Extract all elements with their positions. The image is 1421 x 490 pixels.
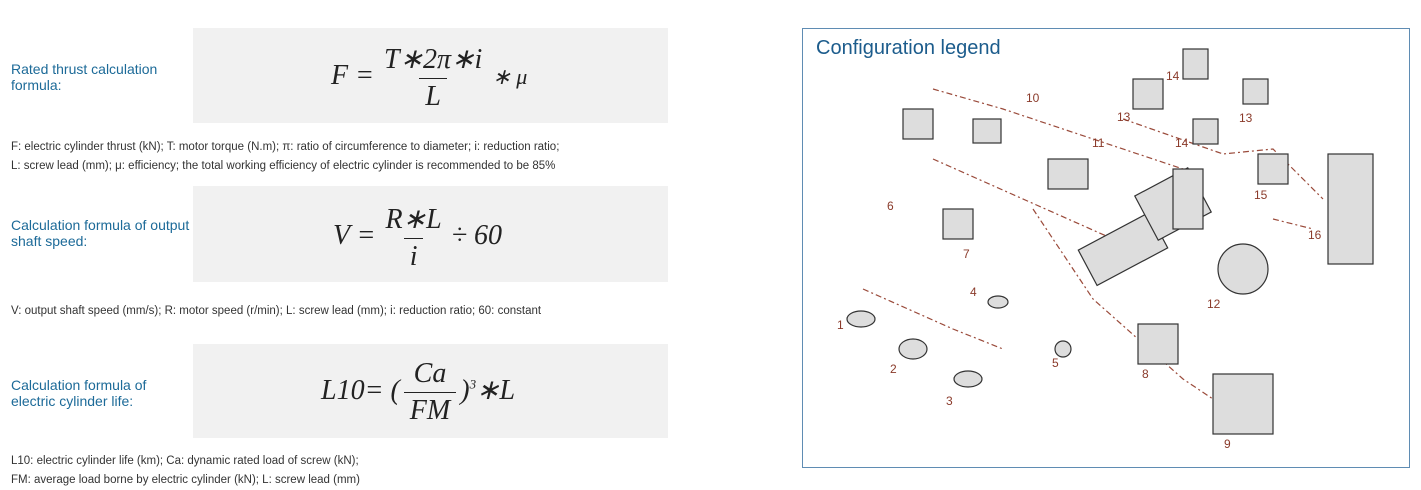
part-number: 9	[1224, 437, 1231, 451]
part-number: 3	[946, 394, 953, 408]
exploded-view-diagram	[846, 48, 1374, 435]
legend-title: Configuration legend	[816, 37, 1001, 59]
thrust-formula-label: Rated thrust calculation formula:	[11, 61, 158, 93]
life-description: L10: electric cylinder life (km); Ca: dy…	[11, 455, 360, 486]
part-number: 8	[1142, 367, 1149, 381]
configuration-legend: Configuration legend 10 11 14 13 13 14 1…	[802, 28, 1410, 468]
part-number: 12	[1207, 297, 1221, 311]
part-number: 5	[1052, 356, 1059, 370]
part-number: 14	[1175, 136, 1189, 150]
part-number: 6	[887, 199, 894, 213]
life-formula-label: Calculation formula of electric cylinder…	[11, 377, 147, 409]
part-number: 2	[890, 362, 897, 376]
part-number: 1	[837, 318, 844, 332]
speed-description: V: output shaft speed (mm/s); R: motor s…	[11, 305, 542, 317]
part-number: 15	[1254, 188, 1268, 202]
part-number: 4	[970, 285, 977, 299]
part-number: 14	[1166, 69, 1180, 83]
part-number: 10	[1026, 91, 1040, 105]
speed-formula-label: Calculation formula of output shaft spee…	[11, 217, 190, 249]
part-number: 13	[1117, 110, 1131, 124]
part-number: 11	[1092, 136, 1105, 150]
part-number: 16	[1308, 228, 1322, 242]
thrust-description: F: electric cylinder thrust (kN); T: mot…	[11, 141, 560, 172]
part-number: 13	[1239, 111, 1253, 125]
part-number: 7	[963, 247, 970, 261]
